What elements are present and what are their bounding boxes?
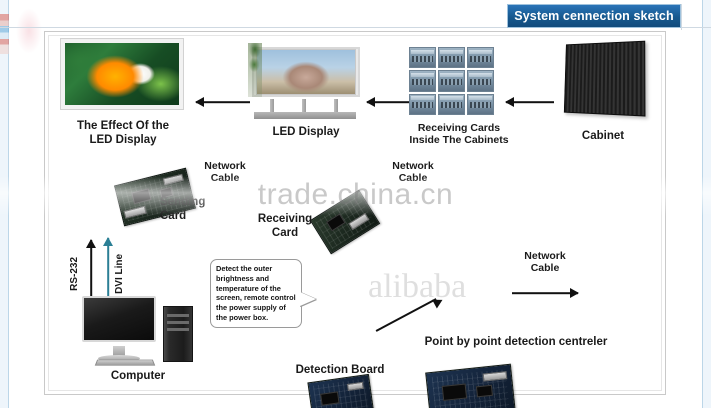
label-rs232: RS-232 — [69, 256, 81, 291]
cabinet-module-image — [563, 40, 646, 117]
right-edge-strip — [702, 0, 711, 408]
arrow-head-icon — [103, 237, 113, 246]
billboard-leg — [302, 99, 306, 119]
pcb-port — [346, 381, 364, 391]
label-detection-board: Detection Board — [295, 364, 385, 376]
partial-logo-icon — [0, 14, 9, 54]
arrow-shaft — [90, 240, 92, 302]
computer-tower-image — [163, 306, 193, 362]
led-display-billboard-image — [248, 43, 360, 119]
label-network-cable-1: Network Cable — [204, 160, 246, 185]
arrow-shaft — [367, 101, 413, 103]
cabinet-cell — [438, 47, 465, 69]
arrow-head-icon — [86, 239, 96, 248]
pcb-port — [348, 212, 370, 231]
arrow-cabinet-to-cabinets — [505, 97, 554, 107]
arrow-network-cable-to-controller — [512, 288, 579, 298]
detection-callout: Detect the outer brightness and temperat… — [210, 259, 302, 328]
arrow-head-icon — [570, 288, 579, 298]
label-cabinet: Cabinet — [581, 130, 625, 142]
banner-rule — [0, 27, 711, 28]
point-detection-controller-image — [425, 363, 517, 408]
cabinet-cell — [438, 70, 465, 92]
arrow-led-display-to-effect — [195, 97, 250, 107]
arrow-shaft — [512, 292, 578, 294]
arrow-shaft — [506, 101, 554, 103]
monitor-screen — [82, 296, 156, 342]
cabinet-cell — [409, 70, 436, 92]
pcb-port — [123, 205, 147, 219]
pcb-chip — [320, 391, 340, 406]
title-banner: System cennection sketch — [507, 4, 681, 28]
tower-drive-bay — [167, 314, 189, 317]
computer-monitor-image — [82, 296, 156, 362]
label-point-detection-controller: Point by point detection centreler — [424, 336, 608, 348]
arrow-shaft — [107, 238, 109, 302]
pcb-port — [162, 173, 184, 186]
banner-rule-vertical — [681, 4, 682, 30]
label-computer: Computer — [110, 370, 166, 382]
tower-drive-bay — [167, 328, 189, 331]
arrow-dvi-line — [103, 237, 113, 302]
label-effect-led-display: The Effect Of the LED Display — [76, 120, 169, 146]
tower-drive-bay — [167, 321, 189, 324]
pcb-chip — [131, 188, 152, 205]
toucan-screen-graphic — [65, 43, 179, 105]
monitor-base — [98, 355, 140, 362]
pcb-chip — [475, 384, 493, 398]
arrow-head-icon — [366, 97, 375, 107]
pcb-chip — [326, 213, 346, 232]
cabinet-cell — [409, 93, 436, 115]
tree-decoration — [248, 43, 262, 97]
led-effect-display-image — [60, 38, 184, 110]
arrow-head-icon — [505, 97, 514, 107]
label-network-cable-2: Network Cable — [392, 160, 434, 185]
callout-tail — [300, 292, 316, 306]
label-dvi-line: DVI Line — [114, 253, 126, 294]
arrow-rs232 — [86, 239, 96, 302]
pcb-port — [482, 371, 508, 382]
arrow-shaft — [196, 101, 250, 103]
cabinet-cell — [467, 70, 494, 92]
arrow-cabinets-to-led-display — [366, 97, 413, 107]
billboard-leg — [270, 99, 274, 119]
label-sending-card: Sending Card — [160, 196, 206, 222]
computer-keyboard-image — [94, 359, 156, 366]
label-network-cable-3: Network Cable — [524, 250, 566, 275]
billboard-screen-graphic — [256, 49, 356, 95]
monitor-neck — [113, 346, 125, 356]
label-led-display: LED Display — [272, 126, 340, 138]
pcb-chip — [441, 383, 468, 401]
cabinet-cell — [409, 47, 436, 69]
label-receiving-cards-cabinets: Receiving Cards Inside The Cabinets — [409, 122, 509, 147]
receiving-cards-cabinet-grid — [409, 47, 494, 115]
label-receiving-card: Receiving Card — [257, 213, 313, 239]
decorative-wash — [16, 8, 42, 54]
cabinet-cell — [467, 93, 494, 115]
billboard-leg — [334, 99, 338, 119]
arrow-head-icon — [195, 97, 204, 107]
billboard-base — [254, 112, 356, 119]
left-edge-strip — [0, 0, 9, 408]
cabinet-cell — [467, 47, 494, 69]
cabinet-cell — [438, 93, 465, 115]
